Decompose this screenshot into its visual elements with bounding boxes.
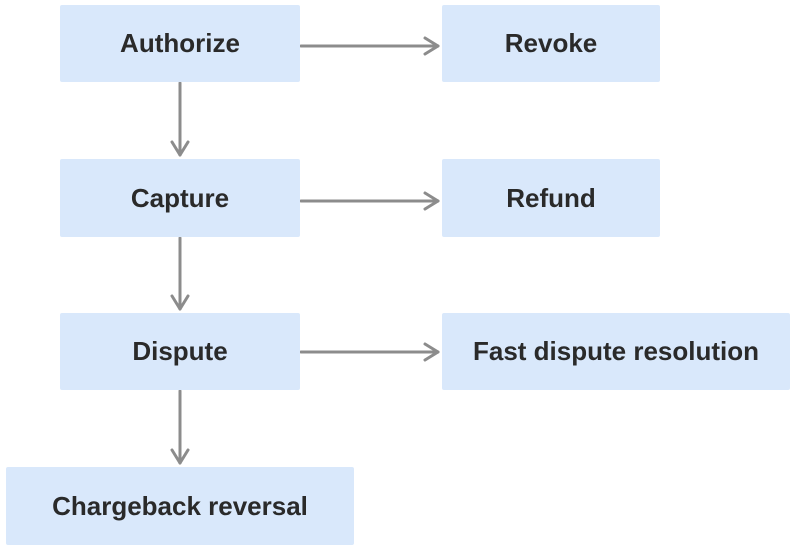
node-fast-dispute-resolution: Fast dispute resolution — [442, 313, 790, 390]
node-refund: Refund — [442, 159, 660, 237]
edge-authorize-capture — [170, 81, 190, 157]
node-authorize: Authorize — [60, 5, 300, 82]
node-capture: Capture — [60, 159, 300, 237]
node-dispute: Dispute — [60, 313, 300, 390]
edge-authorize-revoke — [299, 36, 440, 56]
node-fast-dispute-resolution-label: Fast dispute resolution — [472, 336, 760, 366]
edge-dispute-chargeback-reversal — [170, 389, 190, 465]
node-chargeback-reversal-label: Chargeback reversal — [52, 490, 308, 521]
edge-capture-refund — [299, 191, 440, 211]
node-authorize-label: Authorize — [120, 28, 240, 58]
node-capture-label: Capture — [130, 182, 230, 213]
node-dispute-label: Dispute — [132, 336, 228, 366]
node-chargeback-reversal: Chargeback reversal — [6, 467, 354, 545]
node-revoke-label: Revoke — [504, 28, 598, 58]
edge-capture-dispute — [170, 236, 190, 311]
edge-dispute-fast-resolution — [299, 342, 440, 362]
node-refund-label: Refund — [506, 182, 596, 213]
node-revoke: Revoke — [442, 5, 660, 82]
